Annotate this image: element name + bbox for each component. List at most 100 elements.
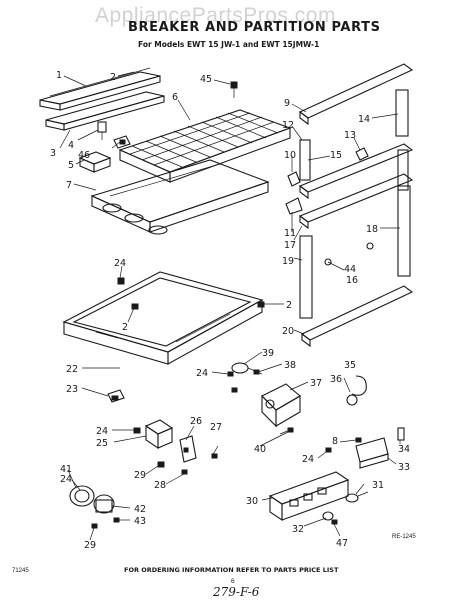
strip-part-9 (298, 63, 414, 126)
callout-42: 42 (134, 504, 146, 515)
callout-8: 8 (332, 436, 338, 447)
callout-32: 32 (292, 524, 304, 535)
clip-part-13 (355, 147, 369, 161)
callout-34: 34 (398, 444, 410, 455)
strip-part-15-side (397, 149, 409, 191)
switch-housing-part-30 (268, 471, 350, 522)
callout-10: 10 (284, 150, 296, 161)
callout-7: 7 (66, 180, 72, 191)
callout-20: 20 (282, 326, 294, 337)
diagram-subtitle: For Models EWT 15 JW-1 and EWT 15JMW-1 (138, 40, 320, 49)
ordering-info-footer: FOR ORDERING INFORMATION REFER TO PARTS … (124, 566, 339, 574)
callout-2: 2 (110, 72, 116, 83)
callout-36: 36 (330, 374, 342, 385)
callout-24-c: 24 (96, 426, 108, 437)
screw-part-24-left (133, 427, 141, 434)
callout-2-right: 2 (286, 300, 292, 311)
callout-3: 3 (50, 148, 56, 159)
bracket-part-26 (179, 435, 197, 463)
housing-part-37 (261, 383, 301, 428)
callout-45: 45 (200, 74, 212, 85)
callout-40: 40 (254, 444, 266, 455)
switch-part-31 (345, 491, 369, 503)
callout-14: 14 (358, 114, 370, 125)
strip-part-14 (395, 89, 409, 137)
callout-39: 39 (262, 348, 274, 359)
callout-26: 26 (190, 416, 202, 427)
leader-lines (59, 71, 401, 541)
screw-part-2-mid (131, 303, 139, 310)
diagram-title: BREAKER AND PARTITION PARTS (128, 20, 381, 35)
screw-part-24-mid (227, 371, 238, 393)
ring-part-41 (69, 485, 95, 507)
strip-part-19 (299, 235, 313, 319)
partition-part-7 (90, 159, 270, 235)
strip-part-17 (298, 173, 414, 230)
callout-11: 11 (284, 228, 296, 239)
callout-47: 47 (336, 538, 348, 549)
callout-1: 1 (56, 70, 62, 81)
screw-part-24-upper (117, 277, 125, 285)
callout-6: 6 (172, 92, 178, 103)
callout-13: 13 (344, 130, 356, 141)
callout-5: 5 (68, 160, 74, 171)
screw-part-43-29 (91, 517, 120, 529)
callout-31: 31 (372, 480, 384, 491)
strip-part-20 (300, 285, 414, 348)
callout-29-b: 29 (84, 540, 96, 551)
left-code: 71245 (12, 568, 29, 574)
callout-33: 33 (398, 462, 410, 473)
motor-part-25 (144, 419, 174, 450)
callout-24-a: 24 (114, 258, 126, 269)
breaker-strip-lower (45, 91, 165, 131)
callout-9: 9 (284, 98, 290, 109)
callout-25: 25 (96, 438, 108, 449)
grille-part-6 (118, 109, 292, 183)
callout-43: 43 (134, 516, 146, 527)
screw-part-40 (279, 427, 294, 435)
callout-38: 38 (284, 360, 296, 371)
liner-part-22 (62, 271, 264, 365)
screw-part-47 (331, 519, 338, 525)
callout-44: 44 (344, 264, 356, 275)
page-number: 6 (231, 578, 235, 585)
callout-35: 35 (344, 360, 356, 371)
bulb-part-35-36 (346, 375, 367, 406)
strip-part-15-upper (299, 139, 311, 181)
motor-part-42 (93, 494, 115, 514)
callout-24-d: 24 (302, 454, 314, 465)
callout-41: 41 (60, 464, 72, 475)
callout-29: 29 (134, 470, 146, 481)
screw-part-8 (355, 437, 362, 443)
bracket-part-11 (285, 197, 303, 215)
reference-code: RE-1245 (392, 534, 416, 540)
block-part-5 (78, 151, 112, 173)
callout-22: 22 (66, 364, 78, 375)
bracket-part-10 (287, 171, 301, 187)
clip-part-23 (107, 389, 125, 403)
strip-part-18 (397, 185, 411, 277)
watermark: AppliancePartsPros.com (95, 4, 336, 27)
callout-24-b: 24 (196, 368, 208, 379)
knob-part-32 (322, 511, 334, 521)
clip-part-46 (113, 135, 131, 149)
callout-2-mid: 2 (122, 322, 128, 333)
screw-part-24-right (325, 447, 332, 453)
callout-46: 46 (78, 150, 90, 161)
callout-17: 17 (284, 240, 296, 251)
callout-37: 37 (310, 378, 322, 389)
callout-4: 4 (68, 140, 74, 151)
pin-part-34 (397, 427, 405, 441)
screw-part-4 (97, 121, 107, 140)
callout-27: 27 (210, 422, 222, 433)
strip-part-12-15 (298, 143, 414, 200)
callout-12: 12 (282, 120, 294, 131)
callout-labels: 1 2 3 4 46 5 6 7 45 9 12 13 14 10 15 11 … (50, 70, 410, 551)
screw-part-2-right (257, 301, 265, 308)
callout-18: 18 (366, 224, 378, 235)
callout-28: 28 (154, 480, 166, 491)
screw-part-45 (230, 81, 238, 98)
callout-15: 15 (330, 150, 342, 161)
